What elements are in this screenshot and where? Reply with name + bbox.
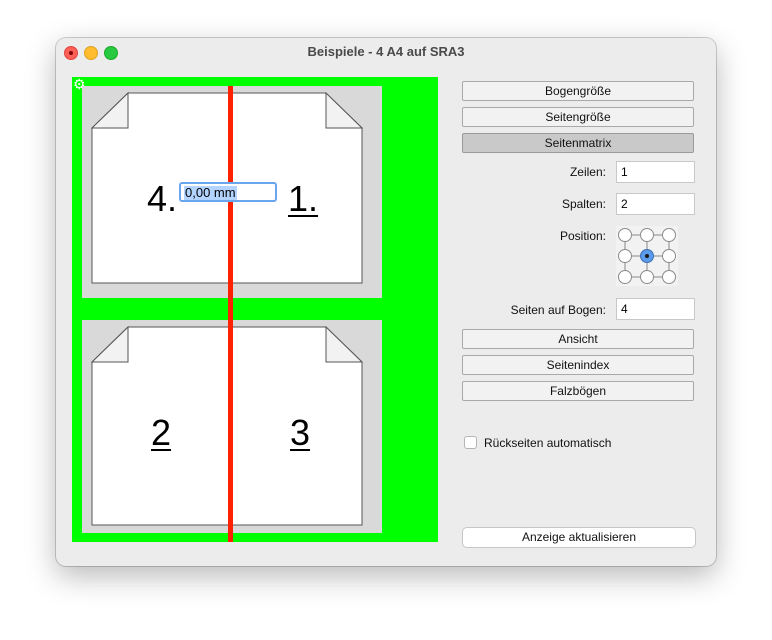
position-grid[interactable] bbox=[616, 226, 678, 286]
zeilen-label: Zeilen: bbox=[569, 165, 606, 179]
ansicht-button[interactable]: Ansicht bbox=[462, 329, 694, 349]
anzeige-aktualisieren-button[interactable]: Anzeige aktualisieren bbox=[462, 527, 696, 548]
sheet-preview[interactable]: ⚙ 4. 1. 2 3 0,00 mm bbox=[72, 77, 438, 542]
title-bar: Beispiele - 4 A4 auf SRA3 bbox=[56, 38, 716, 66]
seiten-auf-bogen-field[interactable]: 4 bbox=[616, 298, 695, 320]
seiten-auf-bogen-label: Seiten auf Bogen: bbox=[510, 303, 606, 317]
main-window: Beispiele - 4 A4 auf SRA3 ⚙ 4. 1. 2 3 0,… bbox=[56, 38, 716, 566]
zoom-window-button[interactable] bbox=[104, 46, 118, 60]
gap-input[interactable]: 0,00 mm bbox=[179, 182, 277, 202]
spalten-label: Spalten: bbox=[561, 197, 606, 211]
page-number-4: 4. bbox=[147, 178, 178, 219]
seitenmatrix-button[interactable]: Seitenmatrix bbox=[462, 133, 694, 153]
close-dot-icon bbox=[69, 51, 73, 55]
rueckseiten-label[interactable]: Rückseiten automatisch bbox=[484, 436, 612, 450]
page-number-3: 3 bbox=[290, 412, 311, 453]
zeilen-field[interactable]: 1 bbox=[616, 161, 695, 183]
page-number-2: 2 bbox=[151, 412, 172, 453]
falzboegen-button[interactable]: Falzbögen bbox=[462, 381, 694, 401]
spalten-field[interactable]: 2 bbox=[616, 193, 695, 215]
seitengroesse-button[interactable]: Seitengröße bbox=[462, 107, 694, 127]
minimize-window-button[interactable] bbox=[84, 46, 98, 60]
close-window-button[interactable] bbox=[64, 46, 78, 60]
spine-line[interactable] bbox=[228, 86, 233, 542]
page-number-1: 1. bbox=[288, 178, 319, 219]
seitenindex-button[interactable]: Seitenindex bbox=[462, 355, 694, 375]
page-outlines-back bbox=[90, 325, 364, 526]
gap-value: 0,00 mm bbox=[184, 185, 237, 200]
position-label: Position: bbox=[559, 229, 606, 243]
position-grid-svg bbox=[618, 228, 676, 284]
window-title: Beispiele - 4 A4 auf SRA3 bbox=[307, 44, 465, 59]
rueckseiten-checkbox[interactable] bbox=[464, 436, 477, 449]
bogengroesse-button[interactable]: Bogengröße bbox=[462, 81, 694, 101]
